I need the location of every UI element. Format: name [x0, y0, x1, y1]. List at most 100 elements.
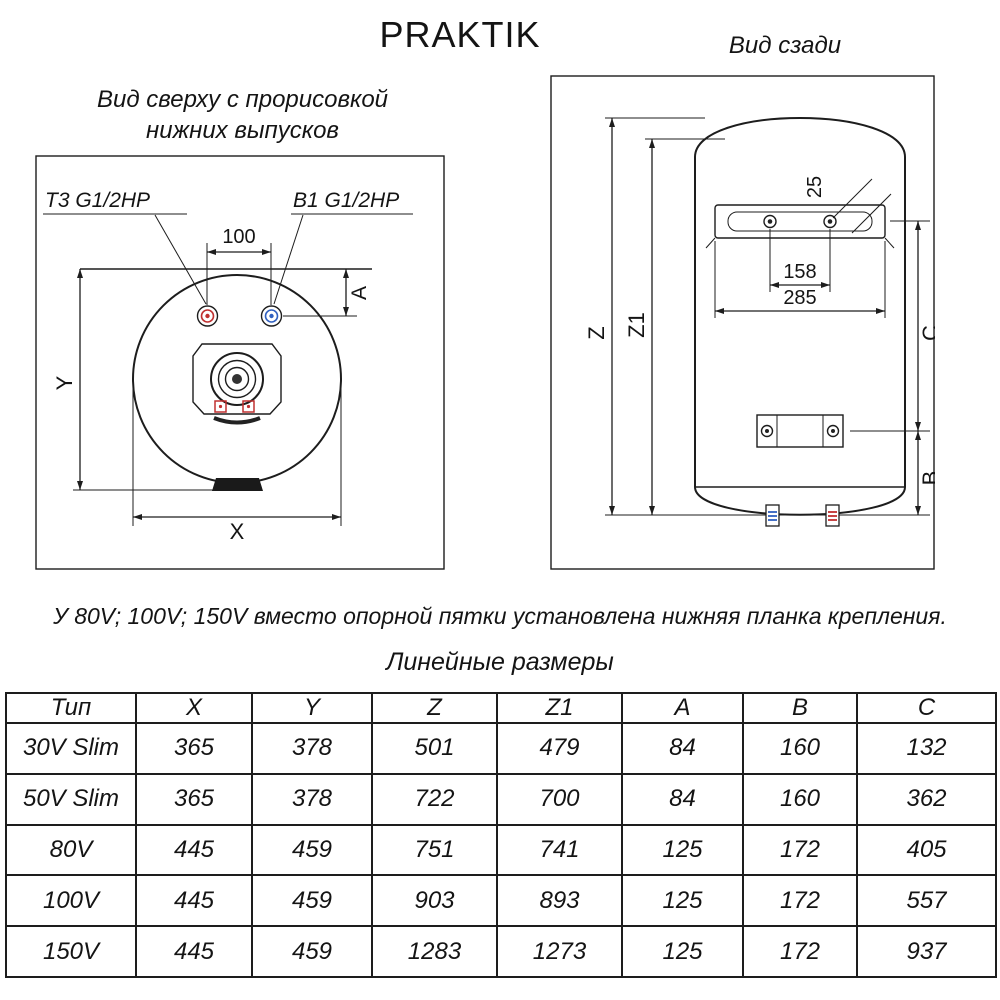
cold-connector: [260, 305, 283, 327]
hot-connector: [196, 305, 219, 327]
table-row: 80V 445 459 751 741 125 172 405: [5, 823, 997, 877]
cold-pipe-stub: [765, 504, 780, 527]
cell: 405: [856, 823, 997, 877]
hot-pipe-stub: [825, 504, 840, 527]
top-view-drawing: Т3 G1/2НР В1 G1/2НР 100 A: [35, 155, 445, 570]
cell: 378: [251, 722, 373, 775]
cell: 378: [251, 772, 373, 826]
cell-type: 150V: [5, 925, 137, 978]
cell: 459: [251, 823, 373, 877]
cell: 937: [856, 925, 997, 978]
cold-outlet-label-group: В1 G1/2НР: [273, 189, 413, 305]
col-header-y: Y: [251, 692, 373, 724]
cell: 445: [135, 874, 253, 928]
dim-285-group: 285: [714, 241, 886, 318]
cell: 893: [496, 874, 623, 928]
dim-label-100: 100: [222, 226, 255, 248]
rear-view-caption: Вид сзади: [728, 32, 842, 59]
top-view-caption-line2: нижних выпусков: [146, 117, 339, 144]
table-row: 30V Slim 365 378 501 479 84 160 132: [5, 722, 997, 775]
col-header-b: B: [742, 692, 858, 724]
cell: 125: [621, 925, 744, 978]
dim-label-x: X: [230, 519, 245, 544]
dim-c-group: C: [850, 220, 935, 432]
dim-x-group: X: [132, 387, 342, 544]
top-view-caption: Вид сверху с прорисовкой нижних выпусков: [55, 84, 430, 146]
dim-label-z1: Z1: [624, 312, 649, 338]
cell: 1283: [371, 925, 498, 978]
cell: 362: [856, 772, 997, 826]
hot-outlet-label: Т3 G1/2НР: [45, 189, 150, 212]
cell: 459: [251, 925, 373, 978]
rear-view-drawing: 25 158 285 Z Z1: [550, 75, 935, 570]
dim-label-z: Z: [584, 326, 609, 339]
cell: 445: [135, 925, 253, 978]
cell: 557: [856, 874, 997, 928]
cell: 700: [496, 772, 623, 826]
cell: 160: [742, 722, 858, 775]
cell: 501: [371, 722, 498, 775]
dim-25-group: 25: [804, 176, 892, 234]
dim-label-a: A: [348, 286, 371, 300]
dim-y-group: Y: [52, 269, 215, 491]
cell-type: 50V Slim: [5, 772, 137, 826]
cell: 741: [496, 823, 623, 877]
cell: 722: [371, 772, 498, 826]
heater-flange: [192, 343, 282, 425]
cell: 125: [621, 874, 744, 928]
cell: 751: [371, 823, 498, 877]
table-title: Линейные размеры: [386, 648, 614, 676]
cell: 365: [135, 722, 253, 775]
col-header-x: X: [135, 692, 253, 724]
col-header-z: Z: [371, 692, 498, 724]
dim-label-158: 158: [783, 261, 816, 283]
dim-label-y: Y: [52, 375, 77, 390]
cell: 1273: [496, 925, 623, 978]
lower-bracket: [756, 414, 844, 448]
upper-bracket: [705, 204, 895, 249]
dim-label-285: 285: [783, 287, 816, 309]
cell-type: 100V: [5, 874, 137, 928]
cell: 172: [742, 925, 858, 978]
table-row: 50V Slim 365 378 722 700 84 160 362: [5, 772, 997, 826]
dim-b-group: B: [915, 431, 935, 515]
cell: 84: [621, 772, 744, 826]
cell: 365: [135, 772, 253, 826]
cell: 479: [496, 722, 623, 775]
dim-label-b: B: [918, 471, 935, 486]
dim-a-group: A: [283, 269, 371, 317]
cell: 903: [371, 874, 498, 928]
cell: 84: [621, 722, 744, 775]
top-view-caption-line1: Вид сверху с прорисовкой: [96, 86, 389, 113]
cell: 172: [742, 874, 858, 928]
cell: 125: [621, 823, 744, 877]
cell: 459: [251, 874, 373, 928]
col-header-a: A: [621, 692, 744, 724]
support-foot: [212, 478, 263, 491]
table-row: 150V 445 459 1283 1273 125 172 937: [5, 925, 997, 978]
col-header-type: Тип: [5, 692, 137, 724]
hot-outlet-label-group: Т3 G1/2НР: [43, 189, 207, 305]
top-view-frame: [35, 155, 445, 570]
note-text: У 80V; 100V; 150V вместо опорной пятки у…: [53, 603, 947, 629]
dimensions-table: Тип X Y Z Z1 A B C 30V Slim 365 378 501 …: [5, 692, 997, 978]
rear-view-frame: [550, 75, 935, 570]
cell-type: 80V: [5, 823, 137, 877]
cold-outlet-label: В1 G1/2НР: [293, 189, 399, 212]
cell: 172: [742, 823, 858, 877]
page-title: PRAKTIK: [379, 14, 541, 55]
dim-label-25: 25: [804, 176, 826, 198]
col-header-c: C: [856, 692, 997, 724]
col-header-z1: Z1: [496, 692, 623, 724]
dim-z1-group: Z1: [624, 138, 725, 515]
cell-type: 30V Slim: [5, 722, 137, 775]
cell: 445: [135, 823, 253, 877]
table-header-row: Тип X Y Z Z1 A B C: [5, 692, 997, 724]
dim-label-c: C: [918, 325, 935, 341]
tank-body: [694, 117, 906, 516]
dim-158-group: 158: [769, 229, 831, 292]
cell: 160: [742, 772, 858, 826]
table-row: 100V 445 459 903 893 125 172 557: [5, 874, 997, 928]
cell: 132: [856, 722, 997, 775]
